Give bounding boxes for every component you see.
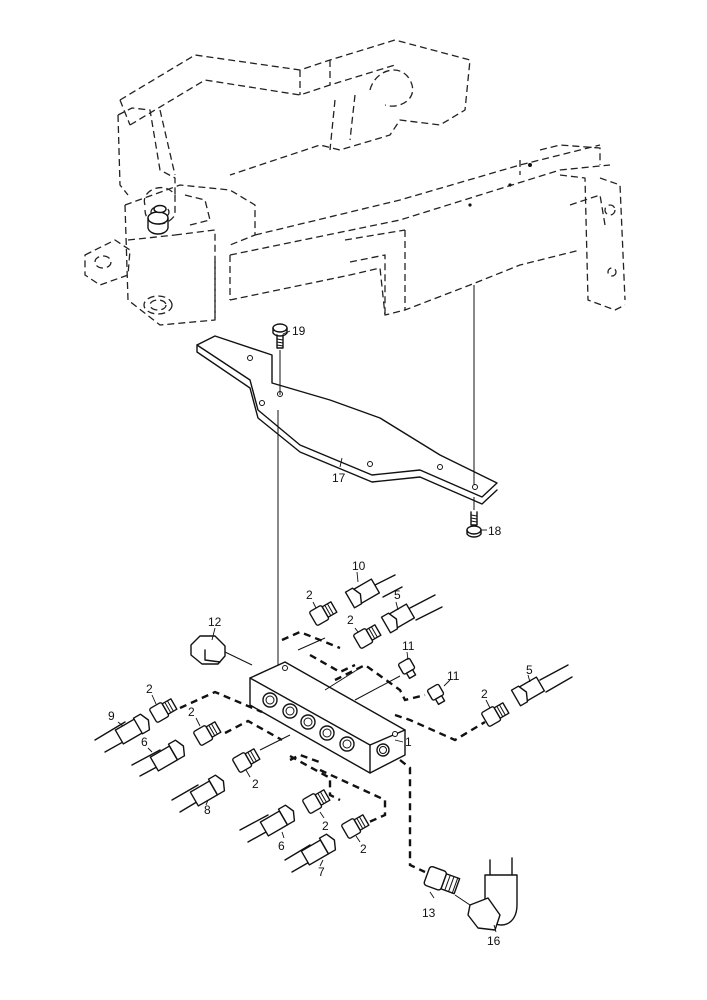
callout-10: 10 bbox=[352, 559, 366, 573]
bolt-18 bbox=[466, 511, 482, 538]
alignment-lines bbox=[277, 285, 475, 668]
callout-7: 7 bbox=[318, 865, 325, 879]
callout-6-upper: 6 bbox=[141, 735, 148, 749]
callout-2-upper-left: 2 bbox=[306, 588, 313, 602]
hose-elbow-16 bbox=[454, 857, 518, 931]
callout-11-upper: 11 bbox=[402, 639, 415, 653]
callout-19: 19 bbox=[292, 324, 306, 338]
callout-2-left-mid: 2 bbox=[188, 705, 195, 719]
manifold-ports bbox=[262, 692, 390, 757]
mounting-bracket bbox=[196, 335, 498, 505]
callout-5-right: 5 bbox=[526, 663, 533, 677]
callout-2-bottom: 2 bbox=[360, 842, 367, 856]
callout-2-upper-mid: 2 bbox=[347, 613, 354, 627]
hitch-knob bbox=[147, 204, 169, 235]
hose-routes bbox=[179, 630, 486, 874]
bolt-19 bbox=[272, 323, 288, 349]
callout-18: 18 bbox=[488, 524, 502, 538]
callout-11-right: 11 bbox=[447, 669, 460, 683]
callout-2-lower: 2 bbox=[322, 819, 329, 833]
callout-12: 12 bbox=[208, 615, 222, 629]
callout-8: 8 bbox=[204, 803, 211, 817]
fittings bbox=[149, 601, 510, 895]
callout-2-center: 2 bbox=[252, 777, 259, 791]
manifold-block bbox=[249, 661, 406, 774]
callout-16: 16 bbox=[487, 934, 501, 948]
callout-6-lower: 6 bbox=[278, 839, 285, 853]
callout-5-upper: 5 bbox=[394, 588, 401, 602]
callout-leaders bbox=[117, 330, 531, 933]
callout-2-left: 2 bbox=[146, 682, 153, 696]
plug-12 bbox=[190, 635, 253, 666]
connector-lines bbox=[259, 637, 401, 751]
hoses bbox=[94, 574, 573, 873]
callout-2-right: 2 bbox=[481, 687, 488, 701]
callout-9: 9 bbox=[108, 709, 115, 723]
callout-1: 1 bbox=[405, 735, 412, 749]
callouts: 1 12 19 17 18 10 5 2 2 11 11 5 2 2 9 2 6… bbox=[108, 324, 533, 948]
tractor-frame-phantom bbox=[84, 39, 626, 326]
callout-17: 17 bbox=[332, 471, 346, 485]
callout-13: 13 bbox=[422, 906, 436, 920]
